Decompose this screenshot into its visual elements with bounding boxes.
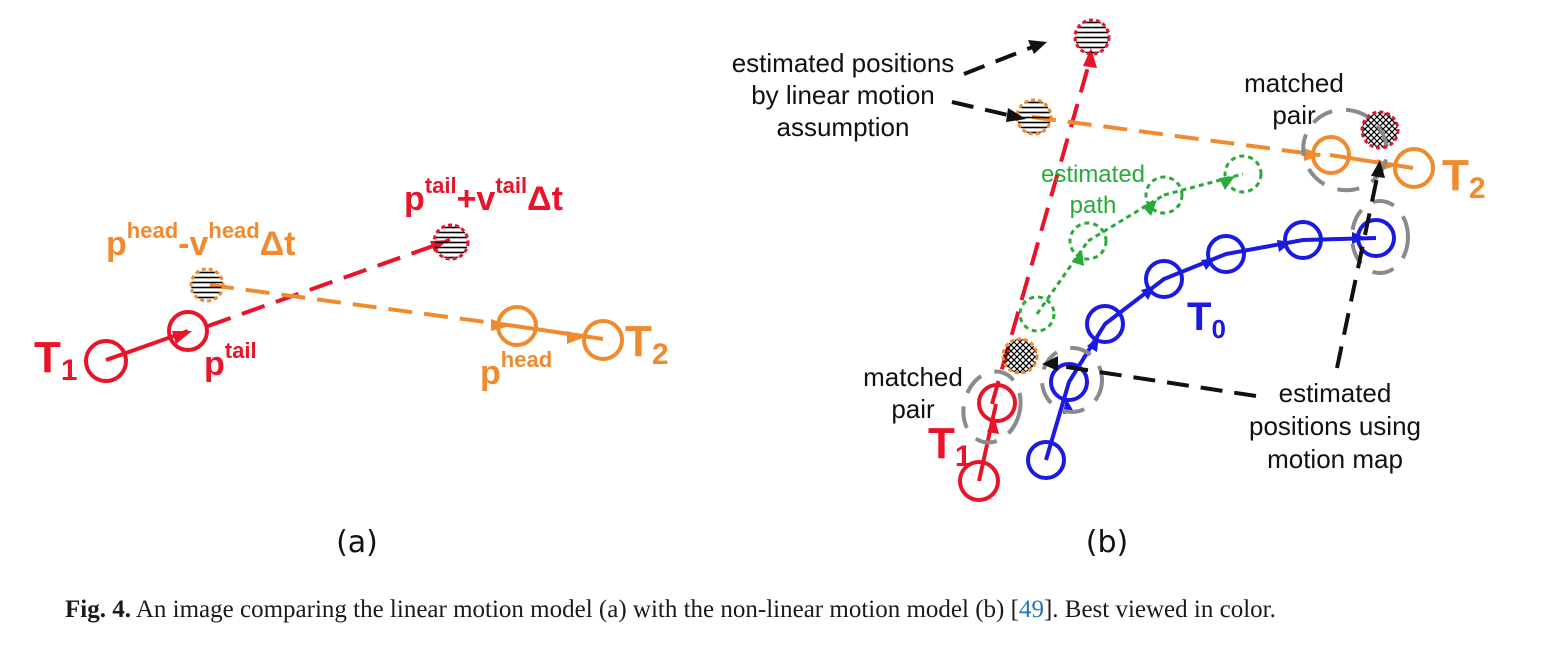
t1-label-b: T1 [928,419,972,473]
annot-matched-bottom-line-1: matched [863,362,963,392]
annot-map-line-2: positions using [1249,411,1421,441]
p-tail-label: ptail [204,338,257,383]
tail-extrapolation-line [207,238,451,328]
annot-map-line-1: estimated [1279,378,1392,408]
head-track-arrowhead [491,319,510,331]
t2-track-arrowhead [567,331,585,344]
path-arrowhead-3 [1219,176,1235,190]
annot-path: estimated path [1041,161,1145,219]
est-map-orange-marker [1001,337,1039,375]
t2-head-circle [496,305,538,347]
estimated-head-position-marker [189,267,225,303]
annot-matched-bottom-line-2: pair [891,394,935,424]
est-linear-red-marker [1073,18,1111,56]
t1-track-arrowhead [172,331,192,344]
annot-linear-line-1: estimated positions [732,48,955,78]
annot-matched-bottom: matched pair [863,362,963,424]
caption-text-1: An image comparing the linear motion mod… [130,596,1019,623]
t2-b-circle-1 [1311,135,1351,175]
t2-label-a: T2 [625,317,669,371]
panel-b: estimated positions by linear motion ass… [732,18,1486,560]
annot-linear-line-3: assumption [777,112,910,142]
estimated-tail-position-marker [432,223,470,261]
annot-map: estimated positions using motion map [1249,378,1421,474]
t1-linear-arrowhead [1083,48,1097,68]
annot-path-line-1: estimated [1041,161,1145,188]
annot-map-line-3: motion map [1267,444,1403,474]
p-head-label: phead [480,347,552,392]
est-linear-orange-marker [1015,98,1053,136]
annot-matched-top-line-2: pair [1272,100,1316,130]
t2-end-circle [582,319,624,361]
annot-path-line-2: path [1070,192,1117,219]
t1-b-circle-2 [977,383,1017,423]
t2-b-circle-2 [1393,147,1435,189]
t1-track-b-arrowhead [987,416,999,434]
t2-linear-extrapolation [1031,115,1321,157]
t0-track [1026,218,1396,480]
figure-caption: Fig. 4. An image comparing the linear mo… [65,596,1525,624]
panel-a-label: (a) [336,525,378,560]
annot-matched-top: matched pair [1244,68,1344,130]
t2-track-b [1329,153,1414,170]
t0-label: T0 [1187,295,1226,344]
head-extrapolation-line [209,283,516,328]
panel-a: T1 T2 ptail phead ptail+vtailΔt phead-vh… [34,173,669,560]
t1-label-a: T1 [34,333,78,387]
annotation-arrowheads [1006,40,1385,371]
estimated-tail-formula: ptail+vtailΔt [404,173,563,218]
annot-matched-top-line-1: matched [1244,68,1344,98]
caption-text-2: ]. Best viewed in color. [1043,596,1276,623]
t1-b-circle-1 [958,460,1000,502]
matched-pair-groupings [961,107,1410,445]
estimated-head-formula: phead-vheadΔt [106,218,296,263]
t1-start-circle [84,339,128,383]
path-arrowhead-2 [1142,200,1157,216]
caption-reference-link[interactable]: 49 [1018,596,1044,623]
panel-b-label: (b) [1086,525,1128,560]
path-arrowhead-1 [1072,250,1084,266]
t2-label-b: T2 [1442,151,1486,205]
annot-linear: estimated positions by linear motion ass… [732,48,955,142]
caption-fig-number: Fig. 4. [65,596,131,623]
annotation-arrows [951,44,1380,398]
annot-linear-line-2: by linear motion [751,80,935,110]
t1-tail-circle [167,310,209,352]
t2-track-segment [514,324,604,341]
